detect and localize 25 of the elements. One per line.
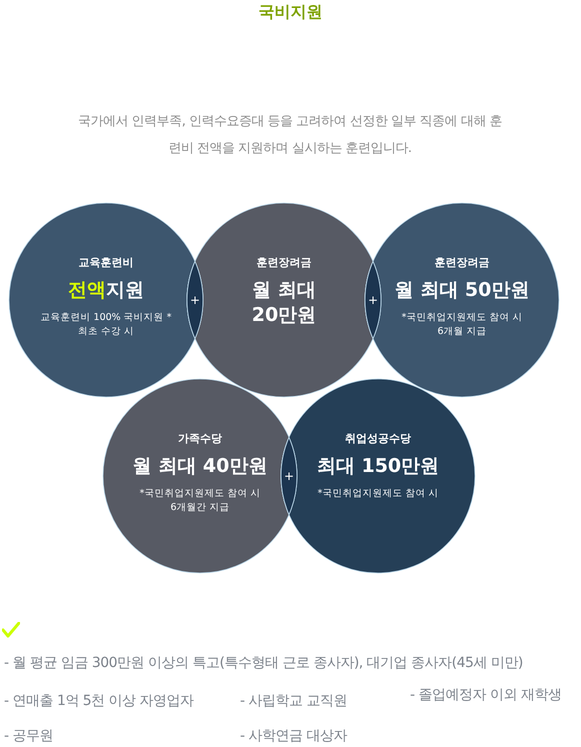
title: 국비지원	[258, 2, 324, 23]
intro-paragraph: 국가에서 인력부족, 인력수요증대 등을 고려하여 선정한 일부 직종에 대해 훈련비 전액을 지원하며 실시하는 훈련입니다.	[78, 113, 502, 158]
circle-heading: 교육훈련비	[78, 255, 134, 270]
list-item: - 사학연금 대상자	[240, 727, 347, 745]
list-item: - 졸업예정자 이외 재학생	[410, 686, 562, 704]
plus-sign: +	[190, 293, 200, 307]
amount-text: 최대 150만원	[316, 454, 440, 479]
amount-text: 월 최대 20만원	[250, 278, 318, 328]
amount-text: 월 최대 40만원	[132, 454, 268, 479]
amount-text: 월 최대 50만원	[394, 278, 530, 303]
plus-sign: +	[284, 469, 294, 483]
amount-text: 전액지원	[68, 278, 144, 303]
list-item: - 사립학교 교직원	[240, 692, 347, 710]
circle-heading: 가족수당	[178, 431, 222, 446]
list-item: - 공무원	[4, 727, 54, 745]
list-item: - 연매출 1억 5천 이상 자영업자	[4, 692, 194, 710]
note-text: *국민취업지원제도 참여 시 6개월간 지급	[138, 486, 262, 515]
note-text: *국민취업지원제도 참여 시 6개월 지급	[400, 310, 524, 339]
plus-sign: +	[368, 293, 378, 307]
circle-heading: 훈련장려금	[434, 255, 490, 270]
list-item: - 월 평균 임금 300만원 이상의 특고(특수형태 근로 종사자), 대기업 종사자(45세 미만)	[4, 654, 523, 672]
circle-heading: 취업성공수당	[345, 431, 411, 446]
note-text: *국민취업지원제도 참여 시	[318, 486, 438, 501]
circle-heading: 훈련장려금	[256, 255, 312, 270]
note-text: 교육훈련비 100% 국비지원 *최초 수강 시	[40, 310, 172, 339]
